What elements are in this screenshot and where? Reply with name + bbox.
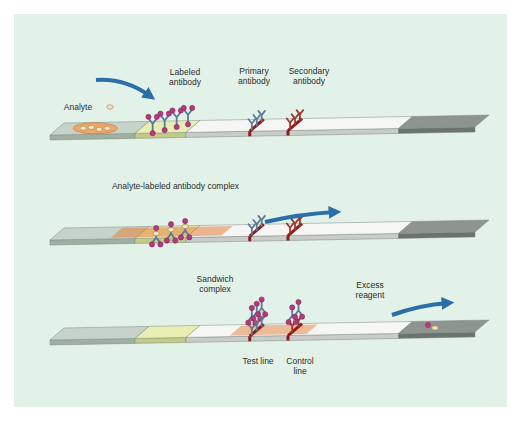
antibody	[258, 111, 265, 121]
part-label: Analyte	[56, 102, 100, 112]
part-label: Control line	[280, 356, 320, 376]
analyte-particle	[168, 227, 174, 231]
control-line-mark	[287, 236, 290, 241]
sample-pad	[50, 326, 149, 340]
antibody	[253, 115, 260, 125]
sample-drop	[73, 123, 117, 134]
labeled-antibody	[170, 108, 184, 130]
antibody	[253, 320, 260, 330]
test-line-mark	[248, 131, 251, 136]
test-line-mark	[248, 236, 251, 241]
part-label: Secondary antibody	[281, 66, 337, 86]
test-strip	[50, 105, 489, 140]
analyte-particle	[107, 105, 113, 109]
labeled-antibody	[146, 114, 160, 136]
control-line-mark	[287, 131, 290, 136]
excess-label	[425, 322, 431, 328]
antibody	[249, 224, 256, 234]
part-label: Test line	[240, 356, 276, 366]
labeled-antibody	[255, 297, 267, 317]
absorbent-pad	[399, 220, 490, 233]
antibody	[258, 216, 265, 226]
antibody	[297, 110, 304, 120]
labeled-antibody	[164, 222, 178, 244]
analyte-particle	[432, 326, 438, 330]
labeled-antibody	[292, 299, 304, 319]
part-label: Excess reagent	[345, 280, 395, 300]
test-strip	[50, 297, 489, 345]
antibody	[292, 219, 299, 229]
background-panel	[14, 14, 507, 407]
test-line-mark	[248, 336, 251, 341]
antibody	[292, 114, 299, 124]
absorbent-pad	[399, 115, 490, 128]
labeled-antibody	[181, 105, 195, 127]
flow-arrow	[96, 80, 150, 96]
absorbent-pad	[399, 320, 490, 333]
labeled-antibody	[149, 225, 163, 247]
labeled-antibody	[178, 218, 192, 240]
antibody	[258, 316, 265, 326]
antibody	[287, 119, 294, 129]
antibody	[253, 220, 260, 230]
antibody	[249, 119, 256, 129]
part-label: Sandwich complex	[190, 274, 240, 294]
antibody	[287, 224, 294, 234]
labeled-antibody	[286, 305, 298, 325]
analyte-particle	[104, 126, 110, 130]
part-label: Analyte-labeled antibody complex	[88, 181, 263, 191]
control-line	[288, 324, 302, 336]
sample-flow	[230, 324, 318, 335]
analyte-particle	[80, 126, 86, 130]
part-label: Labeled antibody	[160, 67, 210, 87]
part-label: Primary antibody	[230, 66, 278, 86]
flow-arrow	[265, 212, 335, 222]
labeled-antibody	[158, 111, 172, 133]
flow-arrow	[392, 303, 448, 315]
analyte-particle	[153, 231, 159, 235]
analyte-particle	[182, 224, 188, 228]
analyte-particle	[88, 125, 94, 129]
antibody	[249, 324, 256, 334]
sample-flow	[111, 226, 233, 238]
sample-pad	[50, 121, 149, 135]
analyte-particle	[96, 127, 102, 131]
control-line-mark	[287, 336, 290, 341]
